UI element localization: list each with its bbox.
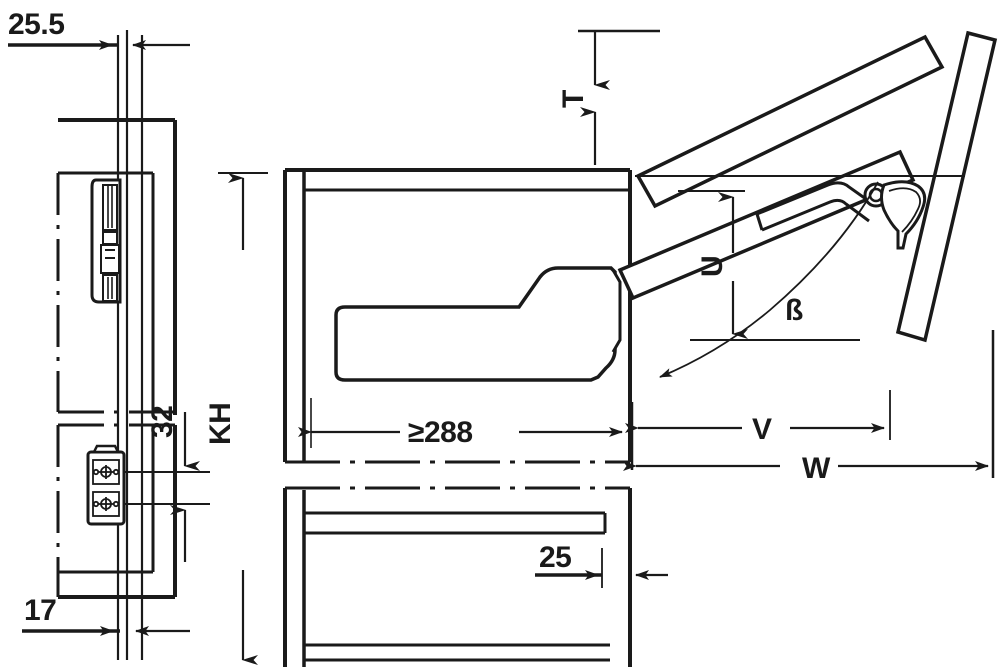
dim-label-beta: ß bbox=[785, 294, 803, 327]
dim-label-288: ≥288 bbox=[408, 416, 473, 449]
dim-label-17: 17 bbox=[24, 594, 56, 627]
dim-t bbox=[578, 29, 660, 165]
dim-25 bbox=[535, 548, 668, 588]
dim-u bbox=[678, 190, 860, 341]
dim-label-25-5: 25.5 bbox=[8, 8, 64, 41]
dim-kh bbox=[218, 172, 268, 665]
dim-label-u: U bbox=[696, 256, 729, 277]
dim-32 bbox=[124, 412, 210, 562]
mounting-plate bbox=[86, 444, 126, 526]
tilted-flap-panels bbox=[617, 30, 998, 343]
dim-w bbox=[623, 330, 995, 478]
hinge-mechanism bbox=[755, 180, 927, 250]
dim-label-w: W bbox=[802, 452, 831, 485]
dim-v bbox=[625, 390, 891, 470]
dim-label-v: V bbox=[752, 413, 772, 446]
dim-label-t: T bbox=[557, 90, 590, 108]
lift-mechanism-body bbox=[90, 178, 122, 304]
dim-label-32: 32 bbox=[146, 406, 179, 438]
dim-label-25: 25 bbox=[539, 541, 571, 574]
dim-label-kh: KH bbox=[204, 403, 237, 445]
side-section-view bbox=[283, 168, 632, 667]
dim-beta-arc bbox=[659, 181, 879, 378]
front-elevation-view bbox=[56, 30, 177, 660]
dim-288 bbox=[298, 398, 623, 448]
